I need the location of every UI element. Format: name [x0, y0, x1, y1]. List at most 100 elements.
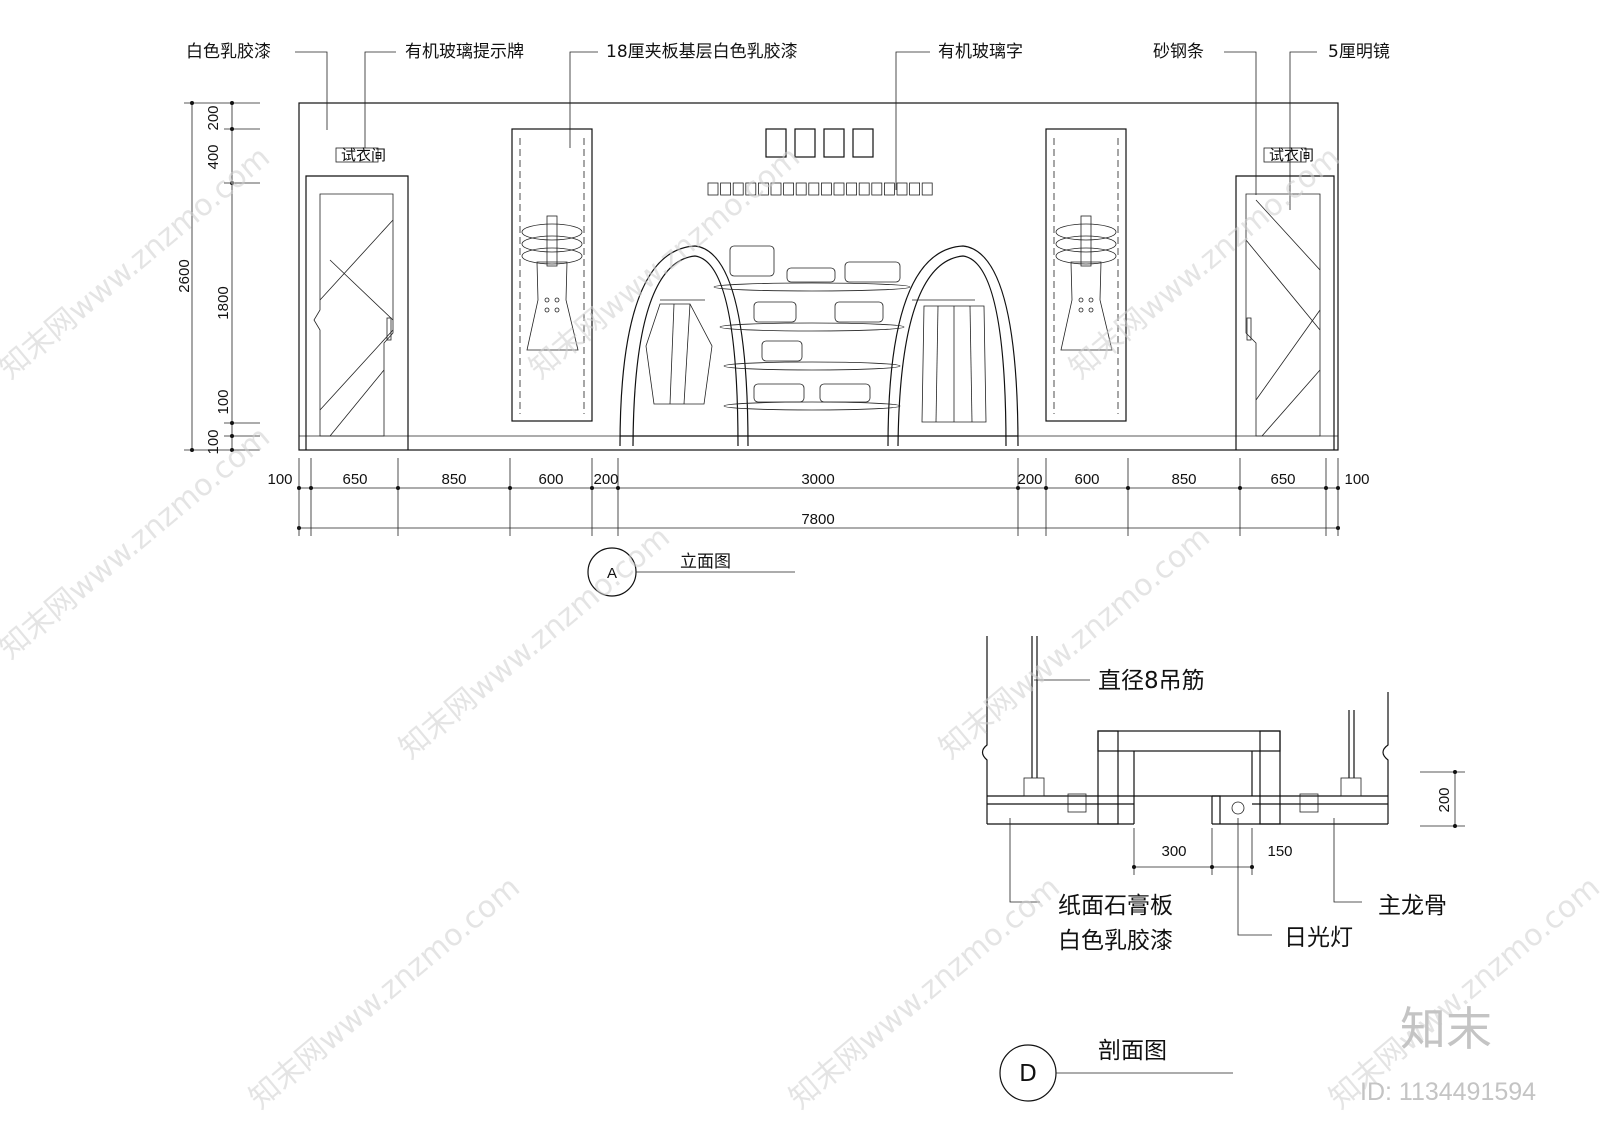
dimension-dot	[297, 486, 301, 490]
acrylic-letter-box	[833, 182, 845, 196]
acrylic-letter-box	[896, 182, 908, 196]
watermark-text-4: 知末网www.znzmo.com	[0, 420, 277, 666]
dimension-dot	[1238, 486, 1242, 490]
watermarks: 知末网www.znzmo.com 知末网www.znzmo.com 知末网www…	[0, 140, 1600, 1116]
section-title: 剖面图	[1098, 1038, 1167, 1064]
watermark-text-3: 知末网www.znzmo.com	[1063, 140, 1347, 386]
horizontal-dimension-labels: 100 650 850 600 200 3000 200 600 850 650 100	[267, 471, 1369, 488]
label-frosted-steel: 砂钢条	[1153, 42, 1204, 62]
label-acrylic-letters: 有机玻璃字	[938, 42, 1023, 62]
horizontal-dimension-ticks	[297, 458, 1340, 536]
acrylic-letter-box	[732, 182, 744, 196]
acrylic-letter-box	[858, 182, 870, 196]
hdim-label: 850	[441, 471, 466, 488]
watermark-logo: 知末	[1400, 1002, 1492, 1056]
dimension-dot	[1324, 486, 1328, 490]
dimension-dot	[396, 486, 400, 490]
hanger-clip-left	[1023, 777, 1045, 797]
hanging-jacket	[645, 303, 713, 405]
acrylic-letter-box	[884, 182, 895, 196]
acrylic-letter-box	[770, 182, 782, 196]
acrylic-letter-box	[821, 182, 832, 196]
hdim-label: 100	[1344, 471, 1369, 488]
raised-box-top	[1097, 730, 1281, 752]
vdim-100-lower: 100	[205, 429, 222, 454]
vdim-200: 200	[205, 105, 222, 130]
acrylic-letter-box	[758, 182, 769, 196]
watermark-id: ID: 1134491594	[1360, 1078, 1536, 1106]
watermark-text-1: 知末网www.znzmo.com	[0, 140, 277, 386]
label-gypsum-board: 纸面石膏板	[1058, 893, 1173, 919]
folded-clothes	[729, 245, 901, 403]
right-door: 试衣间	[1235, 147, 1335, 450]
left-acrylic-sign	[335, 147, 379, 163]
watermark-text-7: 知末网www.znzmo.com	[243, 870, 527, 1116]
acrylic-letter-box	[720, 182, 731, 196]
dimension-dot	[1336, 486, 1340, 490]
slab-break-right	[1382, 692, 1389, 824]
vertical-dimensions	[184, 101, 260, 452]
hdim-label: 650	[1270, 471, 1295, 488]
label-plywood-latex: 18厘夹板基层白色乳胶漆	[606, 42, 798, 62]
slab-break-left	[981, 636, 988, 824]
dimension-dot	[590, 486, 594, 490]
section-dim-150: 150	[1267, 843, 1292, 860]
vdim-100-upper: 100	[215, 389, 232, 414]
acrylic-letter-box	[909, 182, 920, 196]
elevation-marker-letter: A	[607, 565, 617, 582]
right-acrylic-sign	[1263, 147, 1307, 163]
left-display-panel	[511, 128, 593, 422]
shelves	[713, 282, 911, 411]
logo-squares	[765, 128, 874, 158]
watermark-text-6: 知末网www.znzmo.com	[933, 520, 1217, 766]
keel-channel-right	[1299, 793, 1319, 813]
label-hanger-rod: 直径8吊筋	[1098, 668, 1205, 694]
dimension-dot	[309, 486, 313, 490]
vdim-400: 400	[205, 144, 222, 169]
acrylic-letter-box	[846, 182, 857, 196]
elevation-drawing: 试衣间 试衣间	[176, 42, 1390, 597]
hdim-label: 100	[267, 471, 292, 488]
elevation-title: 立面图	[680, 552, 731, 572]
acrylic-letter-box	[921, 182, 933, 196]
label-main-keel: 主龙骨	[1378, 893, 1447, 919]
wall-outline	[298, 102, 1339, 451]
label-fluorescent: 日光灯	[1284, 925, 1353, 951]
hdim-label: 3000	[801, 471, 834, 488]
hdim-label: 200	[1017, 471, 1042, 488]
left-door: 试衣间	[305, 147, 409, 450]
acrylic-letters	[707, 182, 933, 196]
acrylic-letter-box	[707, 182, 719, 196]
section-dim-200: 200	[1436, 787, 1453, 812]
hanger-clip-right	[1340, 777, 1362, 797]
total-width-dim: 7800	[801, 511, 834, 528]
section-drawing: 200 300 150 直径8吊筋 纸面石膏板 白色乳胶漆 日光灯 主龙骨 D …	[981, 636, 1465, 1102]
section-dim-300: 300	[1161, 843, 1186, 860]
label-white-latex-paint: 白色乳胶漆	[186, 42, 271, 62]
hdim-label: 600	[538, 471, 563, 488]
display-arches	[619, 245, 1019, 447]
watermark-text-5: 知末网www.znzmo.com	[393, 520, 677, 766]
dimension-dot	[1016, 486, 1020, 490]
light-trough	[1211, 795, 1221, 824]
raised-box-left	[1097, 730, 1119, 825]
hdim-label: 200	[593, 471, 618, 488]
vdim-2600: 2600	[176, 259, 193, 292]
right-display-panel	[1045, 128, 1127, 422]
acrylic-letter-box	[745, 182, 757, 196]
label-acrylic-sign: 有机玻璃提示牌	[405, 42, 524, 62]
label-mirror: 5厘明镜	[1328, 42, 1390, 62]
hdim-label: 850	[1171, 471, 1196, 488]
leader-lines	[295, 51, 1317, 210]
fluorescent-tube	[1231, 801, 1245, 815]
dimension-dot	[1044, 486, 1048, 490]
hdim-label: 650	[342, 471, 367, 488]
acrylic-letter-box	[808, 182, 820, 196]
label-section-latex: 白色乳胶漆	[1058, 928, 1173, 954]
hdim-label: 600	[1074, 471, 1099, 488]
section-marker-letter: D	[1019, 1061, 1037, 1087]
dimension-dot	[1126, 486, 1130, 490]
acrylic-letter-box	[795, 182, 807, 196]
right-sign-text: 试衣间	[1269, 147, 1314, 164]
